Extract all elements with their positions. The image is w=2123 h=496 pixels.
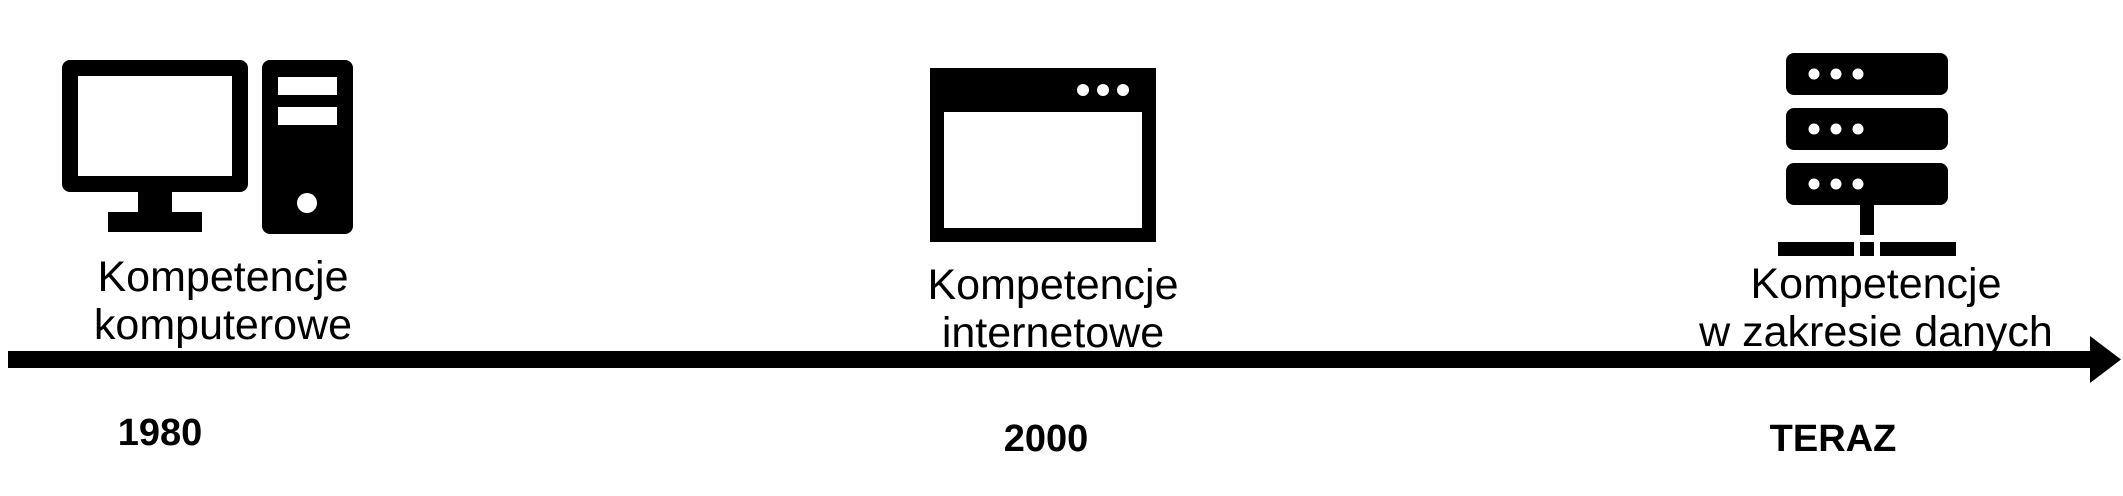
caption-line: internetowe bbox=[941, 309, 1165, 357]
timeline-year-label: 1980 bbox=[117, 412, 203, 454]
caption-line: Kompetencje bbox=[1750, 260, 2002, 308]
milestone-caption-computer: Kompetencje komputerowe bbox=[43, 253, 403, 349]
caption-line: komputerowe bbox=[93, 301, 353, 349]
server-stack-icon bbox=[1772, 50, 1962, 265]
caption-line: Kompetencje bbox=[927, 261, 1179, 309]
browser-window-icon bbox=[928, 65, 1158, 245]
desktop-computer-icon bbox=[60, 55, 355, 240]
timeline-year-label: 2000 bbox=[1003, 418, 1089, 460]
caption-line: w zakresie danych bbox=[1699, 308, 2053, 356]
caption-line: Kompetencje bbox=[97, 253, 349, 301]
milestone-caption-data: Kompetencje w zakresie danych bbox=[1696, 260, 2056, 356]
timeline-year-label: TERAZ bbox=[1769, 418, 1897, 460]
timeline-arrow bbox=[0, 330, 2123, 390]
milestone-caption-internet: Kompetencje internetowe bbox=[873, 261, 1233, 357]
